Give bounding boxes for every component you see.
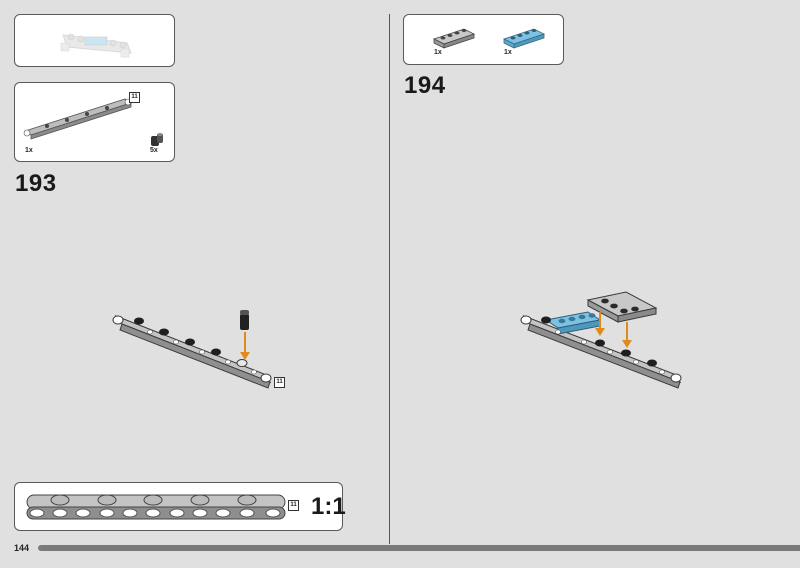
scale-box: 11 1:1	[14, 482, 346, 531]
progress-bar	[38, 545, 800, 551]
part-qty-liftarm: 1x	[25, 147, 33, 154]
liftarm-11-icon	[23, 98, 132, 140]
part-qty-pin: 5x	[150, 147, 158, 154]
parts-callout-194: 1x 1x	[403, 14, 564, 65]
page-divider	[389, 14, 391, 544]
plate-1x4-blue-icon	[502, 28, 546, 49]
page-number: 144	[14, 543, 30, 553]
scale-length-badge: 11	[288, 500, 299, 511]
step-number-193: 193	[15, 170, 57, 197]
step-number-194: 194	[404, 72, 446, 99]
submodel-thumbnail-icon	[60, 33, 132, 58]
part-length-badge: 11	[129, 92, 140, 103]
part-qty-grey-plate: 1x	[434, 49, 442, 56]
scale-label: 1:1	[311, 493, 346, 520]
pin-icon	[151, 133, 163, 146]
liftarm-scale-icon	[26, 494, 286, 520]
liftarm-assembly-193	[112, 310, 272, 389]
plate-1x4-grey-icon	[432, 28, 476, 49]
submodel-reference-box	[14, 14, 175, 67]
model-length-badge: 11	[274, 377, 285, 388]
part-qty-blue-plate: 1x	[504, 49, 512, 56]
parts-callout-193: 11 1x 5x	[14, 82, 175, 162]
liftarm-assembly-194	[520, 291, 682, 389]
